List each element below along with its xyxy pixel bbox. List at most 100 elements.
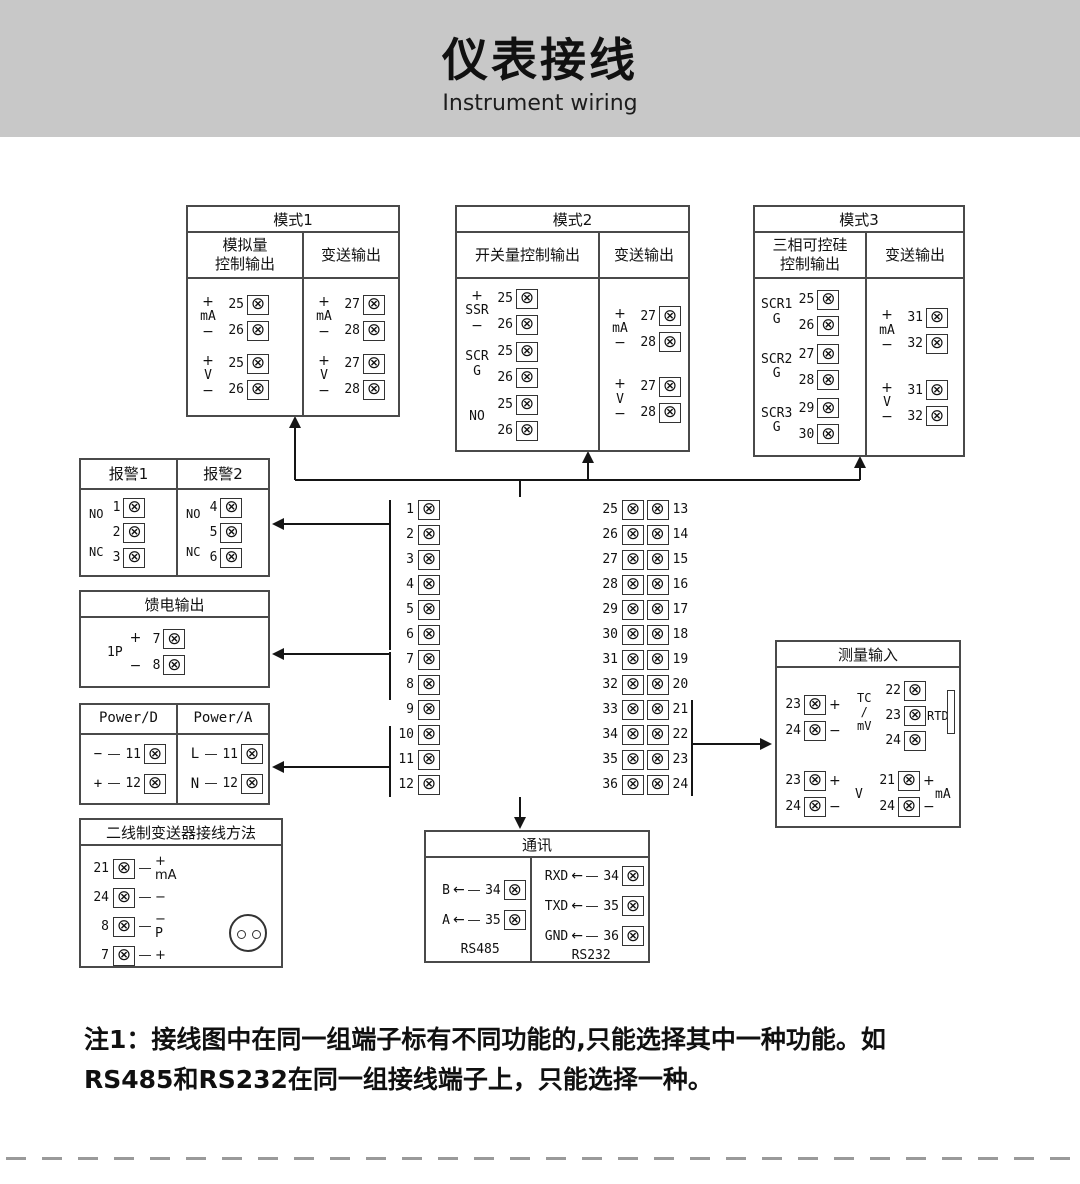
two-wire-transmitter-box: 二线制变送器接线方法 21⊗+mA 24⊗− 8⊗−P 7⊗+ (79, 818, 283, 968)
terminal-row: 8⊗ (148, 655, 186, 676)
terminal-row: 2⊗ (396, 522, 440, 547)
terminal-row: A←35⊗ (434, 908, 526, 932)
feed-title: 馈电输出 (81, 592, 268, 618)
terminal-row: 31⊗ (905, 380, 948, 401)
screw-terminal-icon: ⊗ (622, 524, 644, 545)
footnote-line2: RS485和RS232在同一组接线端子上，只能选择一种。 (84, 1065, 713, 1094)
terminal-row: 30⊗ (796, 424, 840, 445)
terminal-row: 21⊗+ (879, 770, 935, 791)
arrow-left-icon: ← (571, 868, 583, 884)
terminal-row: 25⊗ (226, 294, 269, 315)
screw-terminal-icon: ⊗ (926, 380, 948, 401)
terminal-row: 7⊗+ (101, 945, 166, 966)
screw-terminal-icon: ⊗ (646, 574, 669, 595)
feed-output-box: 馈电输出 1P +− 7⊗ 8⊗ (79, 590, 270, 688)
terminal-row: 25⊗ (495, 288, 538, 309)
terminal-row: 6⊗ (396, 622, 440, 647)
rtd-label: RTD (927, 709, 949, 723)
terminal-row: 26⊗ (226, 379, 269, 400)
mode1-analog-column: 模拟量控制输出 +mA− 25⊗ 26⊗ +V− 25⊗ 26⊗ (188, 233, 302, 415)
screw-terminal-icon: ⊗ (363, 320, 385, 341)
terminal-row: 26⊗ (495, 367, 538, 388)
wire-stub (139, 897, 151, 898)
screw-terminal-icon: ⊗ (904, 680, 926, 701)
terminal-row: +12⊗ (91, 773, 176, 794)
screw-terminal-icon: ⊗ (241, 773, 263, 794)
terminal-row: B←34⊗ (434, 878, 526, 902)
screw-terminal-icon: ⊗ (247, 320, 269, 341)
terminal-row: 33⊗⊗21 (602, 699, 689, 720)
mode1-title: 模式1 (188, 207, 398, 233)
screw-terminal-icon: ⊗ (622, 624, 644, 645)
terminal-row: 28⊗⊗16 (602, 574, 689, 595)
screw-terminal-icon: ⊗ (659, 402, 681, 423)
screw-terminal-icon: ⊗ (898, 770, 920, 791)
screw-terminal-icon: ⊗ (622, 549, 644, 570)
wire-stub (108, 753, 120, 755)
comm-title: 通讯 (426, 832, 648, 858)
terminal-row: 28⊗ (638, 332, 681, 353)
screw-terminal-icon: ⊗ (659, 332, 681, 353)
arrow-left-icon: ← (453, 882, 465, 898)
terminal-group-no: NO 25⊗ 26⊗ (463, 394, 596, 441)
power-d-column: Power/D −11⊗ +12⊗ (81, 705, 176, 803)
wire-stub (586, 935, 598, 937)
screw-terminal-icon: ⊗ (418, 524, 440, 545)
power-a-header: Power/A (178, 705, 268, 735)
terminal-row: −11⊗ (91, 744, 176, 765)
terminal-row: 30⊗⊗18 (602, 624, 689, 645)
terminal-row: 28⊗ (342, 379, 385, 400)
terminal-row: 25⊗ (796, 289, 840, 310)
wire-stub (139, 868, 151, 869)
wire-stub (108, 783, 120, 785)
screw-terminal-icon: ⊗ (646, 699, 669, 720)
measure-input-box: 测量输入 23⊗+ 24⊗− TC/mV 22⊗ 23⊗ 24⊗ RTD 23⊗… (775, 640, 961, 828)
screw-terminal-icon: ⊗ (113, 945, 135, 966)
screw-terminal-icon: ⊗ (622, 499, 644, 520)
rs485-column: B←34⊗ A←35⊗ RS485 (426, 858, 530, 961)
arrow-left-icon: ← (453, 912, 465, 928)
screw-terminal-icon: ⊗ (123, 497, 146, 518)
screw-terminal-icon: ⊗ (418, 749, 440, 770)
terminal-row: 24⊗− (785, 796, 841, 817)
terminal-row: 25⊗ (495, 341, 538, 362)
screw-terminal-icon: ⊗ (363, 353, 385, 374)
screw-terminal-icon: ⊗ (247, 379, 269, 400)
arrow-left-icon: ← (571, 928, 583, 944)
terminal-row: 28⊗ (342, 320, 385, 341)
ma-label: mA (935, 787, 951, 802)
screw-terminal-icon: ⊗ (904, 730, 926, 751)
terminal-row: 29⊗⊗17 (602, 599, 689, 620)
screw-terminal-icon: ⊗ (123, 547, 146, 568)
footnote: 注1：接线图中在同一组端子标有不同功能的,只能选择其中一种功能。如 RS485和… (84, 1020, 1034, 1100)
screw-terminal-icon: ⊗ (418, 699, 440, 720)
terminal-row: 22⊗ (883, 680, 926, 701)
screw-terminal-icon: ⊗ (418, 674, 440, 695)
screw-terminal-icon: ⊗ (503, 880, 526, 900)
screw-terminal-icon: ⊗ (622, 699, 644, 720)
page-subtitle: Instrument wiring (442, 91, 638, 116)
screw-terminal-icon: ⊗ (898, 796, 920, 817)
screw-terminal-icon: ⊗ (622, 724, 644, 745)
screw-terminal-icon: ⊗ (516, 288, 538, 309)
screw-terminal-icon: ⊗ (516, 394, 538, 415)
terminal-row: 10⊗ (396, 722, 440, 747)
terminal-row: 32⊗ (905, 406, 948, 427)
terminal-row: 26⊗ (226, 320, 269, 341)
screw-terminal-icon: ⊗ (646, 599, 669, 620)
screw-terminal-icon: ⊗ (220, 497, 243, 518)
screw-terminal-icon: ⊗ (817, 289, 840, 310)
wire-stub (467, 919, 480, 921)
terminal-row: 24⊗ (883, 730, 926, 751)
terminal-row: 32⊗ (905, 333, 948, 354)
terminal-row: 1⊗ (108, 497, 146, 518)
terminal-row: 8⊗ (396, 672, 440, 697)
mode1-col1-header: 模拟量控制输出 (188, 233, 302, 279)
terminal-group-v: +V− 27⊗ 28⊗ (606, 376, 686, 423)
